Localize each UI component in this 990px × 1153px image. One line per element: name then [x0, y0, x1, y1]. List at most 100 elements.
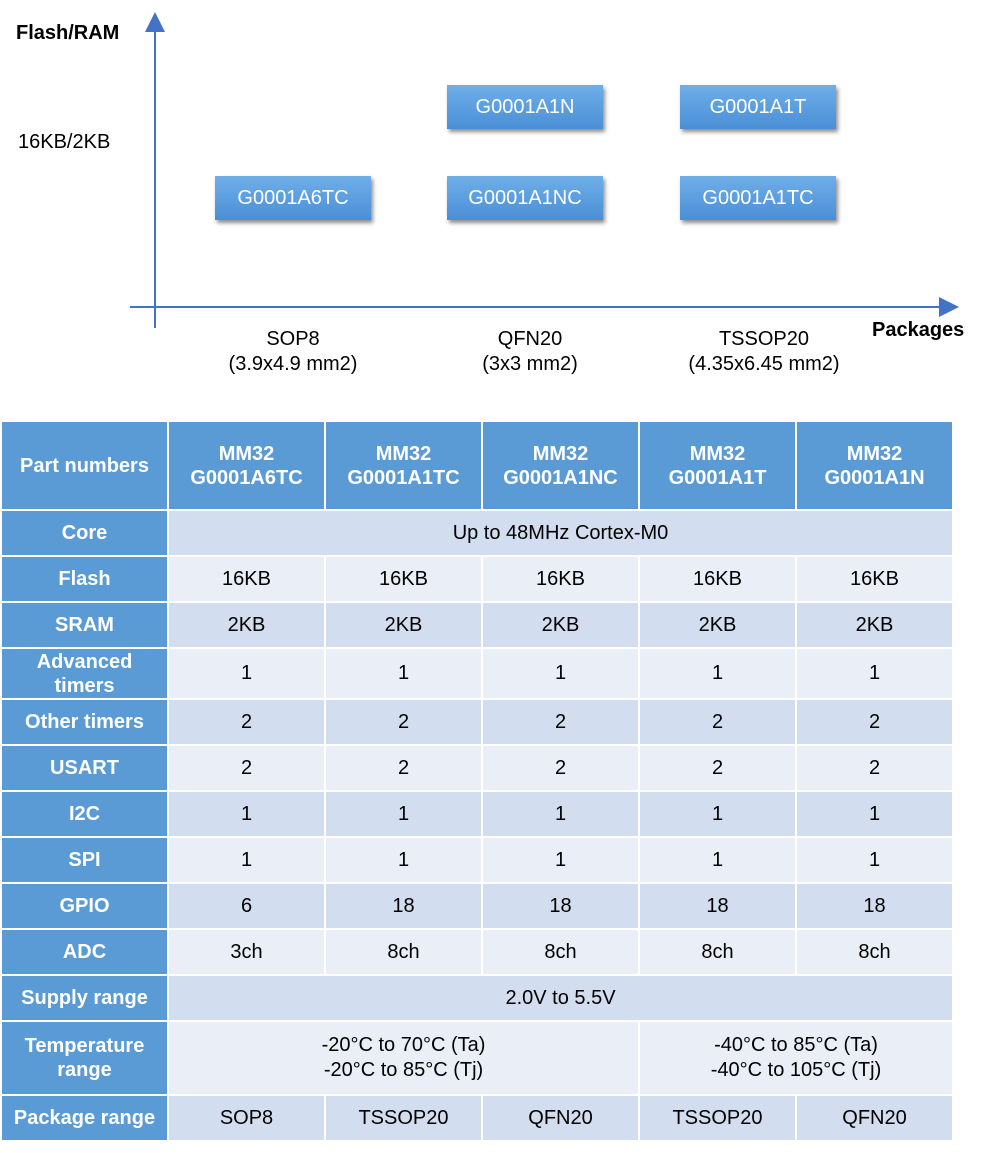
- row-label: Core: [2, 511, 167, 555]
- table-cell: 1: [640, 792, 795, 836]
- axes: [130, 12, 959, 328]
- table-row-sram: SRAM 2KB 2KB 2KB 2KB 2KB: [2, 603, 952, 647]
- row-label: Package range: [2, 1096, 167, 1140]
- table-cell: 18: [797, 884, 952, 928]
- table-cell: 2: [169, 746, 324, 790]
- table-cell: 8ch: [797, 930, 952, 974]
- table-cell: 2KB: [797, 603, 952, 647]
- table-cell: 2KB: [326, 603, 481, 647]
- table-cell: 1: [326, 792, 481, 836]
- row-label: GPIO: [2, 884, 167, 928]
- table-cell: 6: [169, 884, 324, 928]
- table-cell: 2: [326, 746, 481, 790]
- table-row-adc: ADC 3ch 8ch 8ch 8ch 8ch: [2, 930, 952, 974]
- table-cell: 1: [483, 838, 638, 882]
- table-cell: 16KB: [640, 557, 795, 601]
- table-cell: 2: [169, 700, 324, 744]
- package-label-sop8: SOP8 (3.9x4.9 mm2): [193, 327, 393, 377]
- table-row-spi: SPI 1 1 1 1 1: [2, 838, 952, 882]
- table-cell: 2: [326, 700, 481, 744]
- table-row-core: Core Up to 48MHz Cortex-M0: [2, 511, 952, 555]
- table-row-supply-range: Supply range 2.0V to 5.5V: [2, 976, 952, 1020]
- table-cell: Up to 48MHz Cortex-M0: [169, 511, 952, 555]
- table-cell: 16KB: [483, 557, 638, 601]
- table-row-package-range: Package range SOP8 TSSOP20 QFN20 TSSOP20…: [2, 1096, 952, 1140]
- table-cell: 1: [797, 649, 952, 698]
- package-label-tssop20: TSSOP20 (4.35x6.45 mm2): [664, 327, 864, 377]
- table-cell: 16KB: [326, 557, 481, 601]
- row-label: USART: [2, 746, 167, 790]
- package-diagram: Flash/RAM Packages 16KB/2KB SOP8 (3.9x4.…: [0, 0, 990, 400]
- table-cell: 1: [797, 838, 952, 882]
- table-cell: 2: [797, 746, 952, 790]
- table-cell: 1: [169, 649, 324, 698]
- package-size: (3.9x4.9 mm2): [228, 353, 358, 375]
- table-cell: 2.0V to 5.5V: [169, 976, 952, 1020]
- row-label: Other timers: [2, 700, 167, 744]
- row-label: SPI: [2, 838, 167, 882]
- part-box-g0001a1t: G0001A1T: [680, 85, 836, 129]
- table-cell: 18: [483, 884, 638, 928]
- row-label: Flash: [2, 557, 167, 601]
- table-cell: 8ch: [326, 930, 481, 974]
- part-box-g0001a1n: G0001A1N: [447, 85, 603, 129]
- table-cell: 18: [326, 884, 481, 928]
- table-cell: 1: [169, 792, 324, 836]
- table-cell: 2: [797, 700, 952, 744]
- row-label: SRAM: [2, 603, 167, 647]
- package-name: SOP8: [266, 328, 320, 350]
- part-numbers-header: Part numbers: [2, 422, 167, 509]
- table-cell: 2: [483, 700, 638, 744]
- table-cell: 2: [640, 746, 795, 790]
- package-size: (3x3 mm2): [482, 353, 578, 375]
- part-box-g0001a1nc: G0001A1NC: [447, 176, 603, 220]
- table-row-other-timers: Other timers 2 2 2 2 2: [2, 700, 952, 744]
- table-cell: 16KB: [797, 557, 952, 601]
- table-cell: SOP8: [169, 1096, 324, 1140]
- table-cell: QFN20: [797, 1096, 952, 1140]
- row-label: Supply range: [2, 976, 167, 1020]
- table-cell: 1: [326, 838, 481, 882]
- table-row-flash: Flash 16KB 16KB 16KB 16KB 16KB: [2, 557, 952, 601]
- package-name: TSSOP20: [718, 328, 810, 350]
- table-cell: TSSOP20: [640, 1096, 795, 1140]
- table-row-gpio: GPIO 6 18 18 18 18: [2, 884, 952, 928]
- table-cell: 1: [483, 792, 638, 836]
- table-cell: 8ch: [483, 930, 638, 974]
- package-size: (4.35x6.45 mm2): [688, 353, 840, 375]
- part-box-g0001a6tc: G0001A6TC: [215, 176, 371, 220]
- table-cell: QFN20: [483, 1096, 638, 1140]
- table-cell: 2: [640, 700, 795, 744]
- table-cell: 16KB: [169, 557, 324, 601]
- part-box-g0001a1tc: G0001A1TC: [680, 176, 836, 220]
- table-cell: 2KB: [640, 603, 795, 647]
- table-cell: 2: [483, 746, 638, 790]
- row-label: I2C: [2, 792, 167, 836]
- y-axis-label: Flash/RAM: [16, 22, 120, 44]
- table-cell: TSSOP20: [326, 1096, 481, 1140]
- table-cell: 1: [797, 792, 952, 836]
- table-row-i2c: I2C 1 1 1 1 1: [2, 792, 952, 836]
- table-row-usart: USART 2 2 2 2 2: [2, 746, 952, 790]
- table-cell: 18: [640, 884, 795, 928]
- row-label: ADC: [2, 930, 167, 974]
- table-cell: 1: [326, 649, 481, 698]
- table-cell: 1: [640, 649, 795, 698]
- table-cell: 2KB: [169, 603, 324, 647]
- table-cell: 1: [169, 838, 324, 882]
- x-axis-label: Packages: [872, 319, 965, 341]
- package-label-qfn20: QFN20 (3x3 mm2): [430, 327, 630, 377]
- table-cell: 2KB: [483, 603, 638, 647]
- table-cell: 1: [640, 838, 795, 882]
- table-cell: -20°C to 70°C (Ta)-20°C to 85°C (Tj): [169, 1022, 638, 1094]
